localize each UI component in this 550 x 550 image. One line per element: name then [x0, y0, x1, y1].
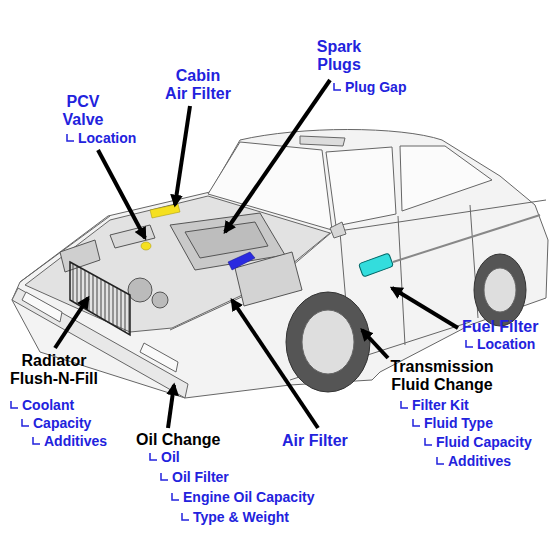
branch-symbol — [11, 83, 473, 520]
front-rim — [302, 310, 354, 374]
headlight — [140, 343, 178, 372]
spark-plug-mark — [228, 252, 255, 270]
part-label: Cabin Air Filter — [164, 67, 232, 103]
headlight — [22, 292, 62, 322]
leader-arrow — [392, 288, 458, 328]
sunroof — [300, 136, 345, 146]
pulley — [128, 278, 152, 302]
detail-label: Additives — [448, 454, 511, 470]
detail-label: Filter Kit — [412, 398, 469, 414]
leader-arrow — [168, 385, 174, 428]
detail-label: Capacity — [33, 416, 91, 432]
detail-label: Fluid Type — [424, 416, 493, 432]
fuel-line — [393, 215, 540, 262]
pcv-valve-mark — [141, 242, 151, 250]
side-mirror — [330, 222, 346, 238]
front-tire — [286, 292, 370, 392]
part-label: Fuel Filter — [462, 318, 538, 336]
service-label: Transmission Fluid Change — [380, 358, 504, 394]
leader-arrow — [98, 150, 145, 238]
rear-rim — [484, 268, 516, 312]
side-window — [326, 147, 396, 226]
part-label: PCV Valve — [56, 93, 110, 129]
leader-arrow — [55, 298, 88, 348]
pulley — [152, 292, 168, 308]
detail-label: Fluid Capacity — [436, 435, 532, 451]
detail-label: Plug Gap — [345, 80, 406, 96]
car-silhouette — [12, 130, 548, 399]
detail-label: Additives — [44, 434, 107, 450]
detail-label: Type & Weight — [193, 510, 289, 526]
detail-label: Oil — [161, 450, 180, 466]
detail-label: Location — [78, 131, 136, 147]
windshield — [208, 142, 332, 230]
fender-line — [20, 216, 110, 282]
belt-line — [332, 200, 546, 232]
leader-arrow — [232, 300, 318, 428]
leader-arrow — [175, 106, 190, 205]
detail-label: Engine Oil Capacity — [183, 490, 314, 506]
leader-arrow — [225, 80, 330, 232]
fuel-filter-mark — [359, 253, 394, 277]
side-window — [400, 146, 492, 211]
rear-tire — [474, 254, 526, 326]
part-label: Air Filter — [282, 432, 348, 450]
detail-label: Oil Filter — [172, 470, 229, 486]
cabin-filter-mark — [150, 204, 180, 218]
leader-arrow — [362, 330, 388, 358]
service-label: Oil Change — [136, 431, 220, 449]
leader-arrows — [55, 80, 458, 428]
part-label: Spark Plugs — [306, 38, 372, 74]
detail-label: Coolant — [22, 398, 74, 414]
service-label: Radiator Flush-N-Fill — [2, 352, 106, 388]
car-body — [12, 130, 548, 399]
detail-label: Location — [477, 337, 535, 353]
radiator — [70, 262, 130, 335]
